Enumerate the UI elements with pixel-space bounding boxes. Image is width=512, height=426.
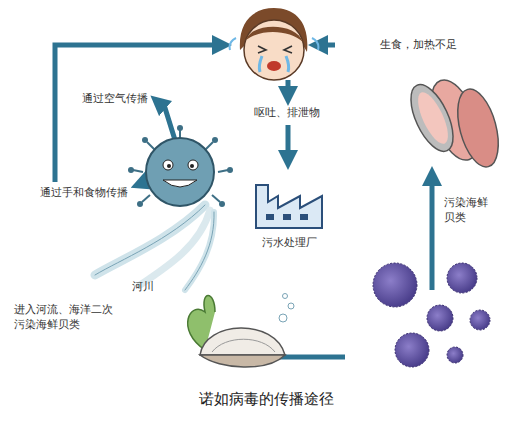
mussels: [402, 74, 505, 172]
flow-label: 河川: [132, 280, 154, 295]
caption: 诺如病毒的传播途径: [199, 390, 334, 409]
flow-label: 进入河流、海洋二次污染海鲜贝类: [14, 303, 114, 333]
virus: [128, 125, 233, 207]
flow-label: 通过手和食物传播: [40, 186, 128, 201]
flow-label: 生食，加热不足: [380, 38, 457, 53]
river-stream: [95, 205, 214, 290]
flow-label: 通过空气传播: [82, 92, 148, 107]
flow-label: 污水处理厂: [262, 236, 317, 251]
virus-particles: [373, 263, 490, 367]
face: [230, 8, 319, 80]
clam: [188, 294, 294, 368]
factory: [256, 185, 322, 228]
flow-label: 污染海鲜贝类: [444, 196, 492, 226]
flow-label: 呕吐、排泄物: [254, 106, 320, 121]
